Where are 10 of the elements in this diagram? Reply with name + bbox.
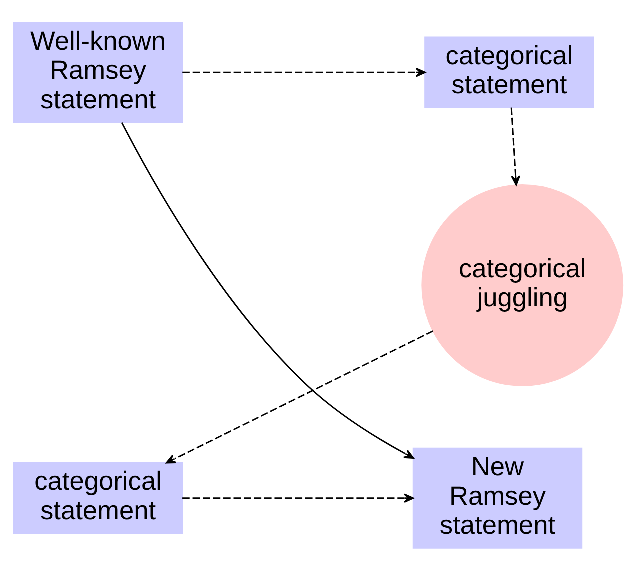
- arrow: [182, 493, 414, 503]
- arrow: [510, 107, 521, 186]
- arrow: [182, 67, 426, 77]
- arrow: [121, 122, 414, 459]
- node-box: categorical statement: [424, 36, 594, 108]
- arrow: [166, 330, 434, 464]
- node-circle: categorical juggling: [422, 184, 624, 386]
- node-box: Well-known Ramsey statement: [13, 22, 184, 123]
- node-box: categorical statement: [13, 462, 184, 534]
- node-box: New Ramsey statement: [412, 447, 583, 548]
